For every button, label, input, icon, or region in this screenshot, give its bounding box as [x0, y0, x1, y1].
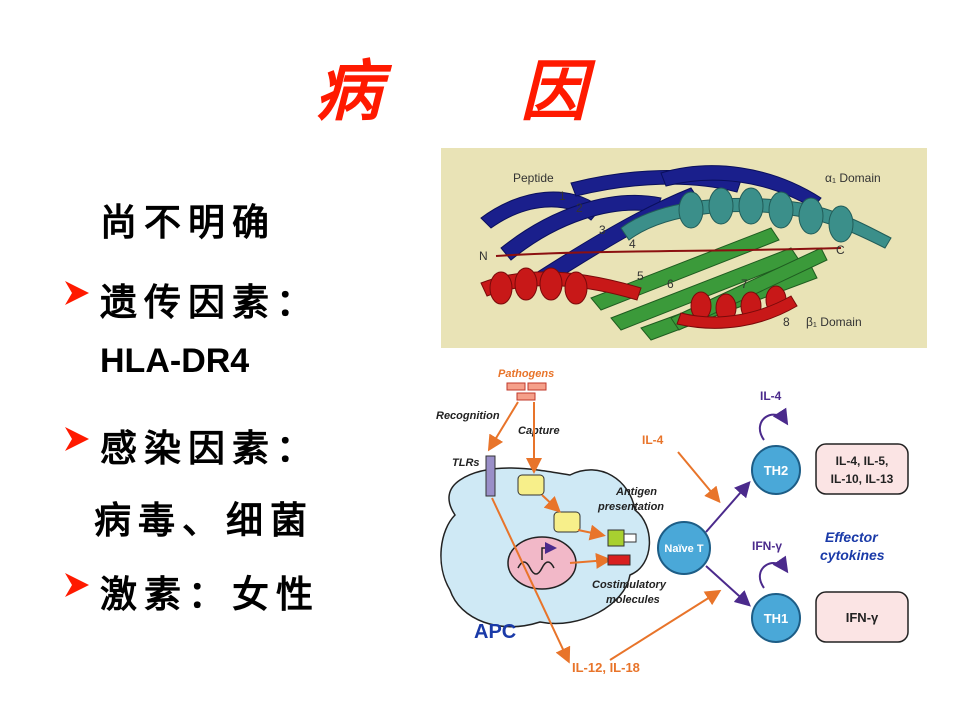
antigen-label: Antigen	[615, 486, 657, 498]
apc-t-cell-diagram: Pathogens Recognition Capture TLRs Antig…	[436, 368, 909, 675]
th2-cell	[751, 445, 801, 495]
th1-label: TH1	[764, 611, 789, 626]
costimulatory-molecule	[607, 554, 631, 566]
alpha-domain-label: α₁ Domain	[825, 171, 881, 185]
costimulatory-label: Costimulatory	[592, 579, 667, 591]
arrow-bullet-icon	[65, 427, 89, 451]
il4-top-label: IL-4	[760, 389, 782, 403]
strand-label: 7	[741, 277, 748, 291]
vesicle	[553, 511, 581, 533]
th2-cytokines-line2: IL-10, IL-13	[831, 472, 894, 486]
strand-label: 2	[576, 201, 583, 215]
th1-cell	[751, 593, 801, 643]
strand-label: 3	[599, 223, 606, 237]
presentation-label: presentation	[597, 501, 664, 513]
th2-cytokines-line1: IL-4, IL-5,	[836, 454, 889, 468]
arrow-bullet-icon	[65, 281, 89, 305]
strand-label: 5	[637, 269, 644, 283]
th2-label: TH2	[764, 463, 789, 478]
th1-cytokines-label: IFN-γ	[846, 610, 879, 625]
arrow-bullet-icon	[65, 573, 89, 597]
vesicle	[517, 474, 545, 496]
bullet-unclear: 尚不明确	[100, 200, 276, 244]
il12-il18-label: IL-12, IL-18	[572, 660, 640, 675]
strand-label: 6	[667, 277, 674, 291]
strand-label: 1	[559, 189, 566, 203]
strand-label: 8	[783, 315, 790, 329]
naive-t-label: Naïve T	[664, 543, 703, 555]
il4-mid-label: IL-4	[642, 433, 664, 447]
peptide-label: Peptide	[513, 171, 554, 185]
th1-cytokines-box	[815, 591, 909, 643]
th2-cytokines-box	[815, 443, 909, 495]
hla-protein-structure-image: Peptide α₁ Domain β₁ Domain N C 1 2 3 4 …	[441, 148, 927, 348]
bullet-virus-bacteria: 病毒、细菌	[94, 498, 314, 542]
capture-label: Capture	[518, 425, 560, 437]
recognition-label: Recognition	[436, 410, 500, 422]
molecules-label: molecules	[606, 594, 660, 606]
slide-title: 病 因	[315, 52, 645, 130]
bullet-hormone: 激素：女性	[100, 572, 320, 616]
apc-label: APC	[474, 621, 516, 643]
cytokines-label: cytokines	[820, 547, 885, 563]
bullet-genetic: 遗传因素：	[100, 280, 320, 324]
tlr-receptor	[485, 455, 496, 497]
strand-label: 4	[629, 237, 636, 251]
naive-t-cell	[657, 521, 711, 575]
beta-domain-label: β₁ Domain	[806, 315, 862, 329]
effector-label: Effector	[825, 529, 879, 545]
tlrs-label: TLRs	[452, 457, 480, 469]
c-terminus-label: C	[836, 243, 845, 257]
mhc-molecule	[607, 529, 625, 547]
ifng-loop-label: IFN-γ	[752, 539, 782, 553]
bullet-hla: HLA-DR4	[100, 342, 250, 380]
pathogens-label: Pathogens	[498, 368, 554, 380]
n-terminus-label: N	[479, 249, 488, 263]
nucleus	[507, 536, 577, 590]
bullet-infection: 感染因素：	[100, 426, 320, 470]
